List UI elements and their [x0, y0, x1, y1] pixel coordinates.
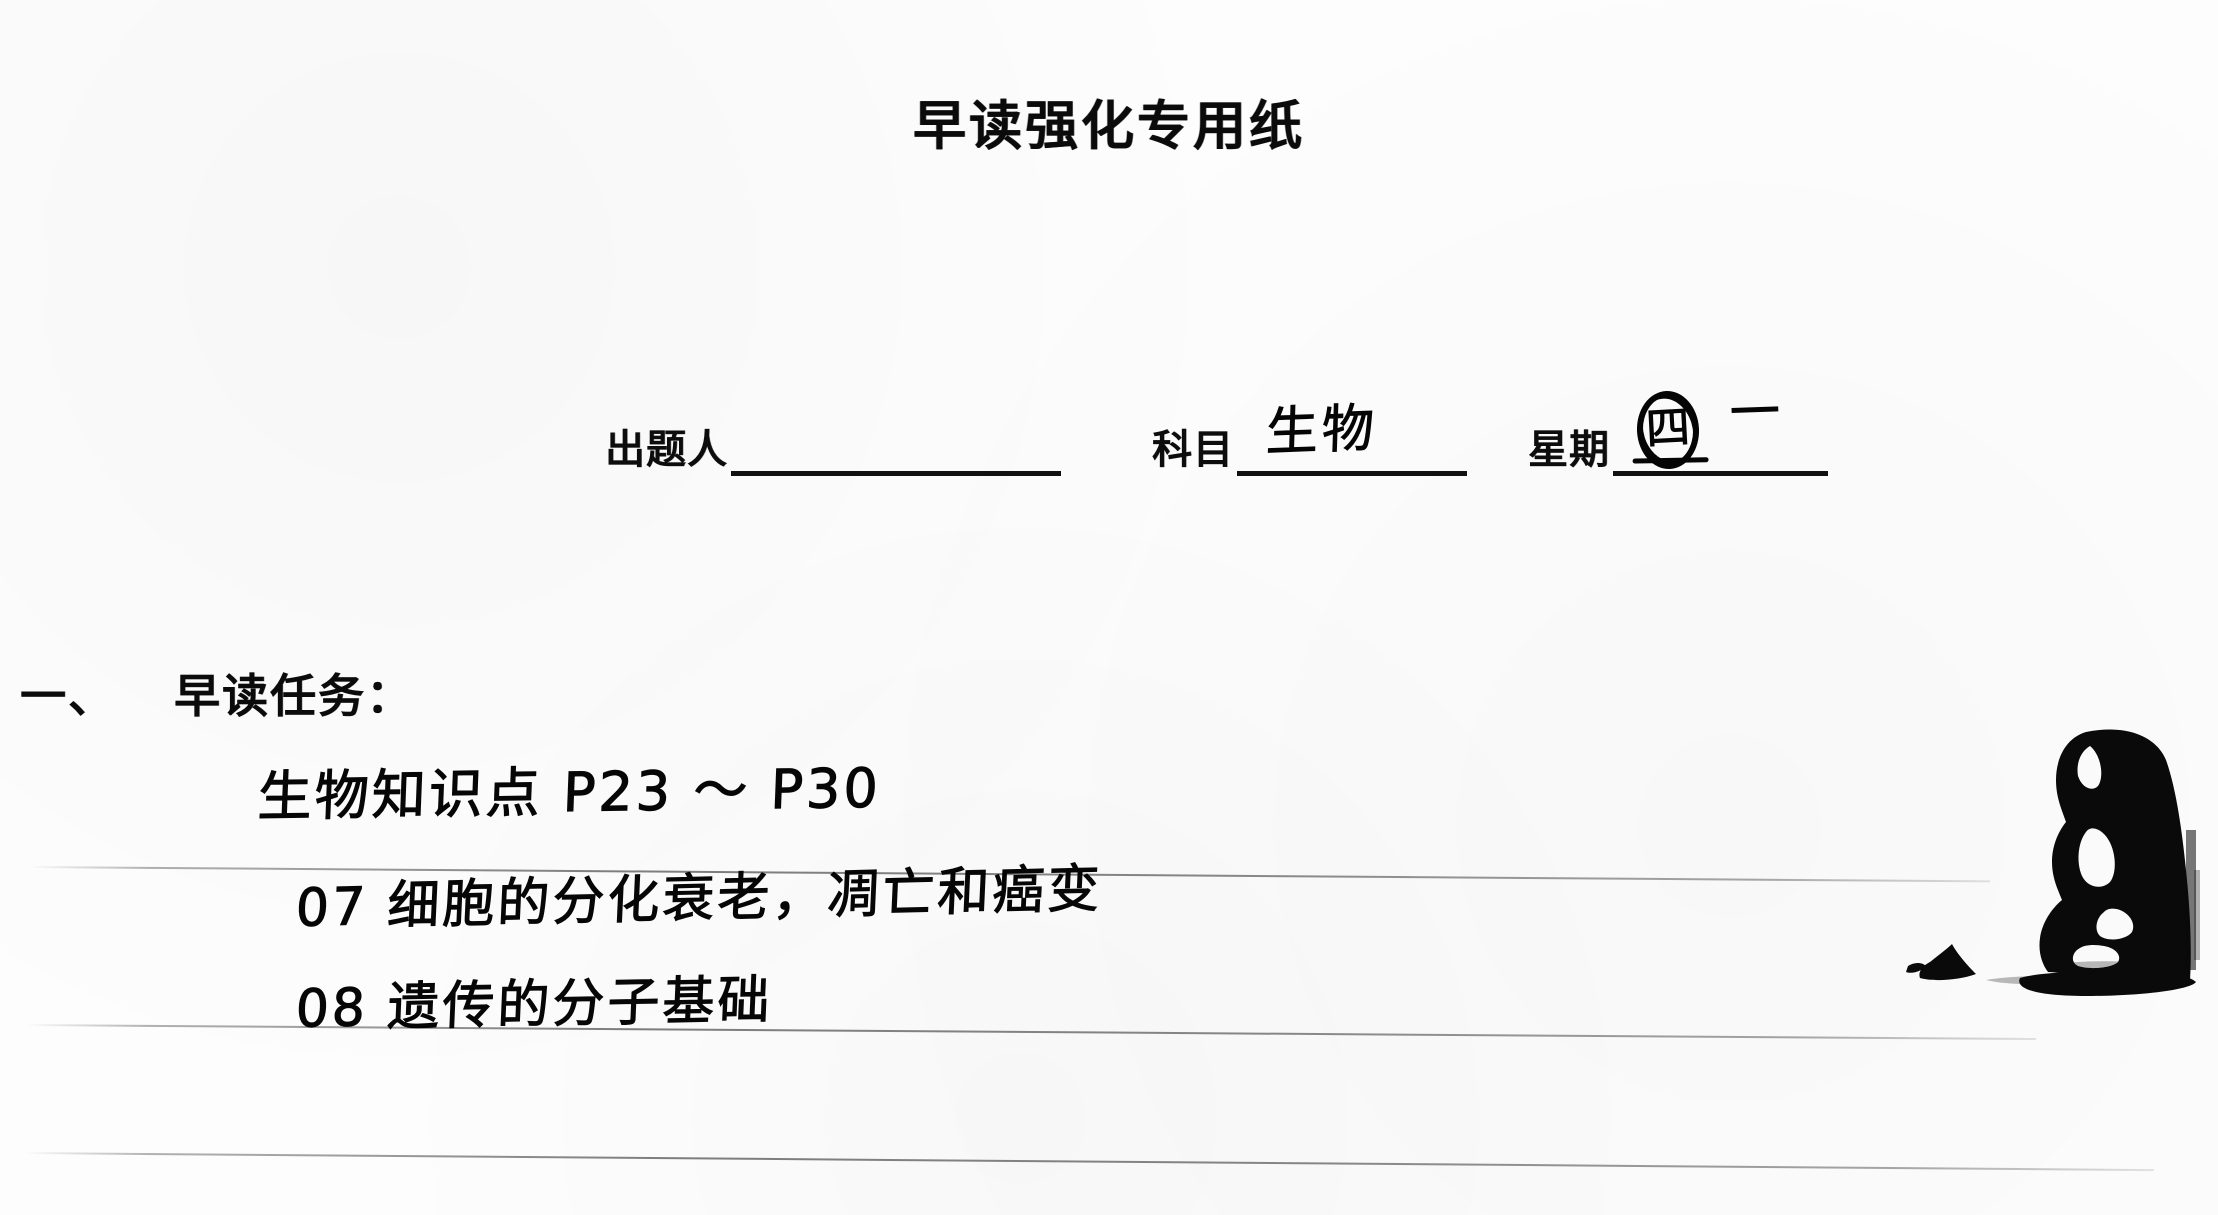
subject-label: 科目 [1152, 427, 1234, 473]
author-field[interactable]: 出题人 [605, 404, 1061, 476]
weekday-field[interactable]: 星期 四 一 [1528, 382, 1828, 476]
section-heading: 一、 早读任务： [20, 660, 414, 726]
weekday-input-blank[interactable]: 四 一 [1613, 382, 1828, 476]
scribble-strike-through [1632, 457, 1709, 464]
meta-row: 出题人 科目 生物 星期 四 一 [0, 382, 2218, 500]
subject-field[interactable]: 科目 生物 [1152, 398, 1467, 476]
task-line: 生物知识点 P23 ～ P30 [256, 756, 883, 829]
weekday-scribbled-glyph: 四 [1644, 402, 1692, 456]
author-input-blank[interactable] [731, 399, 1061, 476]
page-title: 早读强化专用纸 [913, 96, 1305, 157]
seated-person-shadow-icon [1890, 680, 2218, 1030]
weekday-label: 星期 [1528, 427, 1610, 473]
section-heading-label: 早读任务： [174, 669, 414, 723]
subject-value-handwritten: 生物 [1265, 398, 1380, 463]
subject-input-blank[interactable]: 生物 [1237, 398, 1467, 476]
task-line: 07 细胞的分化衰老，凋亡和癌变 [294, 859, 1104, 940]
section-marker: 一、 [20, 669, 116, 723]
weekday-scribbled-out-character: 四 [1629, 386, 1709, 474]
weekday-value-handwritten: 一 [1728, 382, 1781, 443]
author-label: 出题人 [605, 427, 728, 473]
ruled-line [23, 1152, 2154, 1172]
